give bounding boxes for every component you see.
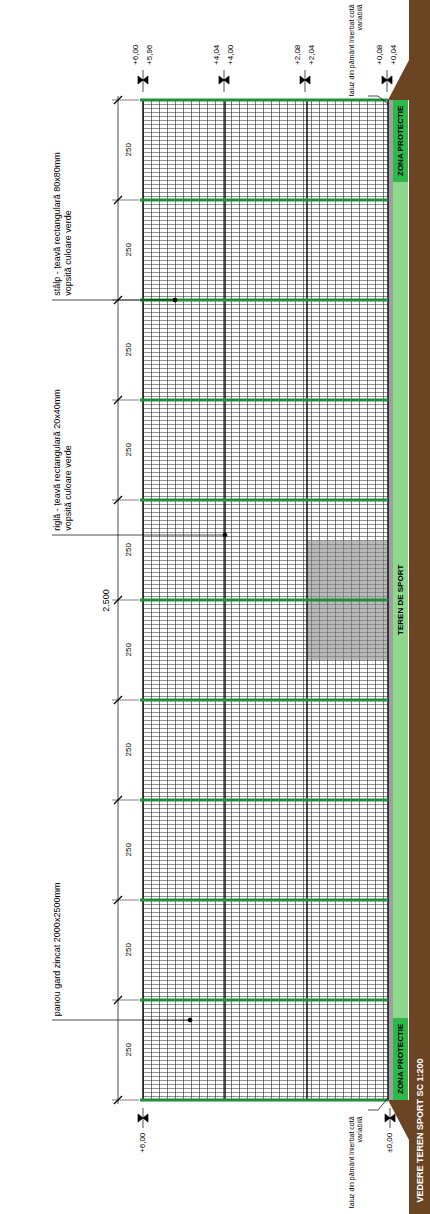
annotation-label: 250 — [123, 143, 133, 156]
annotation-label: taluz din pământ înierbat cotă variabilă — [348, 4, 365, 96]
annotation-label: 250 — [123, 543, 133, 556]
annotation-label: +2,08 — [293, 45, 303, 65]
annotation-label: 2.500 — [100, 589, 111, 612]
annotation-label: +4,00 — [226, 45, 236, 65]
field-band: TEREN DE SPORT — [393, 182, 408, 1017]
annotation-label: 250 — [123, 243, 133, 256]
annotation-label: +5,96 — [145, 45, 155, 65]
annotation-label: 250 — [123, 843, 133, 856]
annotation-label: 250 — [123, 1043, 133, 1056]
view-title: VEDERE TEREN SPORT SC 1:200 — [414, 1058, 425, 1202]
band-label: ZONA PROTECTIE — [396, 106, 406, 176]
protection-band: ZONA PROTECTIE — [393, 1018, 408, 1100]
band-label: TEREN DE SPORT — [396, 565, 406, 635]
annotation-label: 250 — [123, 343, 133, 356]
protection-band: ZONA PROTECTIE — [393, 100, 408, 182]
annotation-label: +2,04 — [307, 45, 317, 65]
annotation-label: +6,00 — [131, 45, 141, 65]
annotation-label: 250 — [123, 943, 133, 956]
ground — [409, 0, 430, 1214]
annotation-label: ±0,00 — [385, 1133, 395, 1153]
level-markers — [138, 70, 395, 1128]
annotation-label: +0,08 — [375, 45, 385, 65]
annotation-label: taluz din pământ înierbat cotă variabilă — [348, 1116, 365, 1208]
annotation-label: stâlp - țeavă rectangulară 80x80mm vopsi… — [52, 126, 74, 296]
annotation-label: 250 — [123, 743, 133, 756]
annotation-label: +4,04 — [212, 45, 222, 65]
dimension-line — [112, 96, 139, 1104]
annotation-label: 250 — [123, 643, 133, 656]
annotation-label: panou gard zincat 2000x2500mm — [52, 882, 63, 1016]
leader-lines — [52, 96, 388, 1110]
posts — [140, 100, 388, 1100]
annotation-label: +0,04 — [389, 45, 399, 65]
annotation-label: +6,00 — [138, 1133, 148, 1153]
annotation-label: riglă - țeavă rectangulară 20x40mm vopsi… — [52, 361, 74, 531]
annotation-label: 250 — [123, 443, 133, 456]
band-label: ZONA PROTECTIE — [396, 1023, 406, 1093]
